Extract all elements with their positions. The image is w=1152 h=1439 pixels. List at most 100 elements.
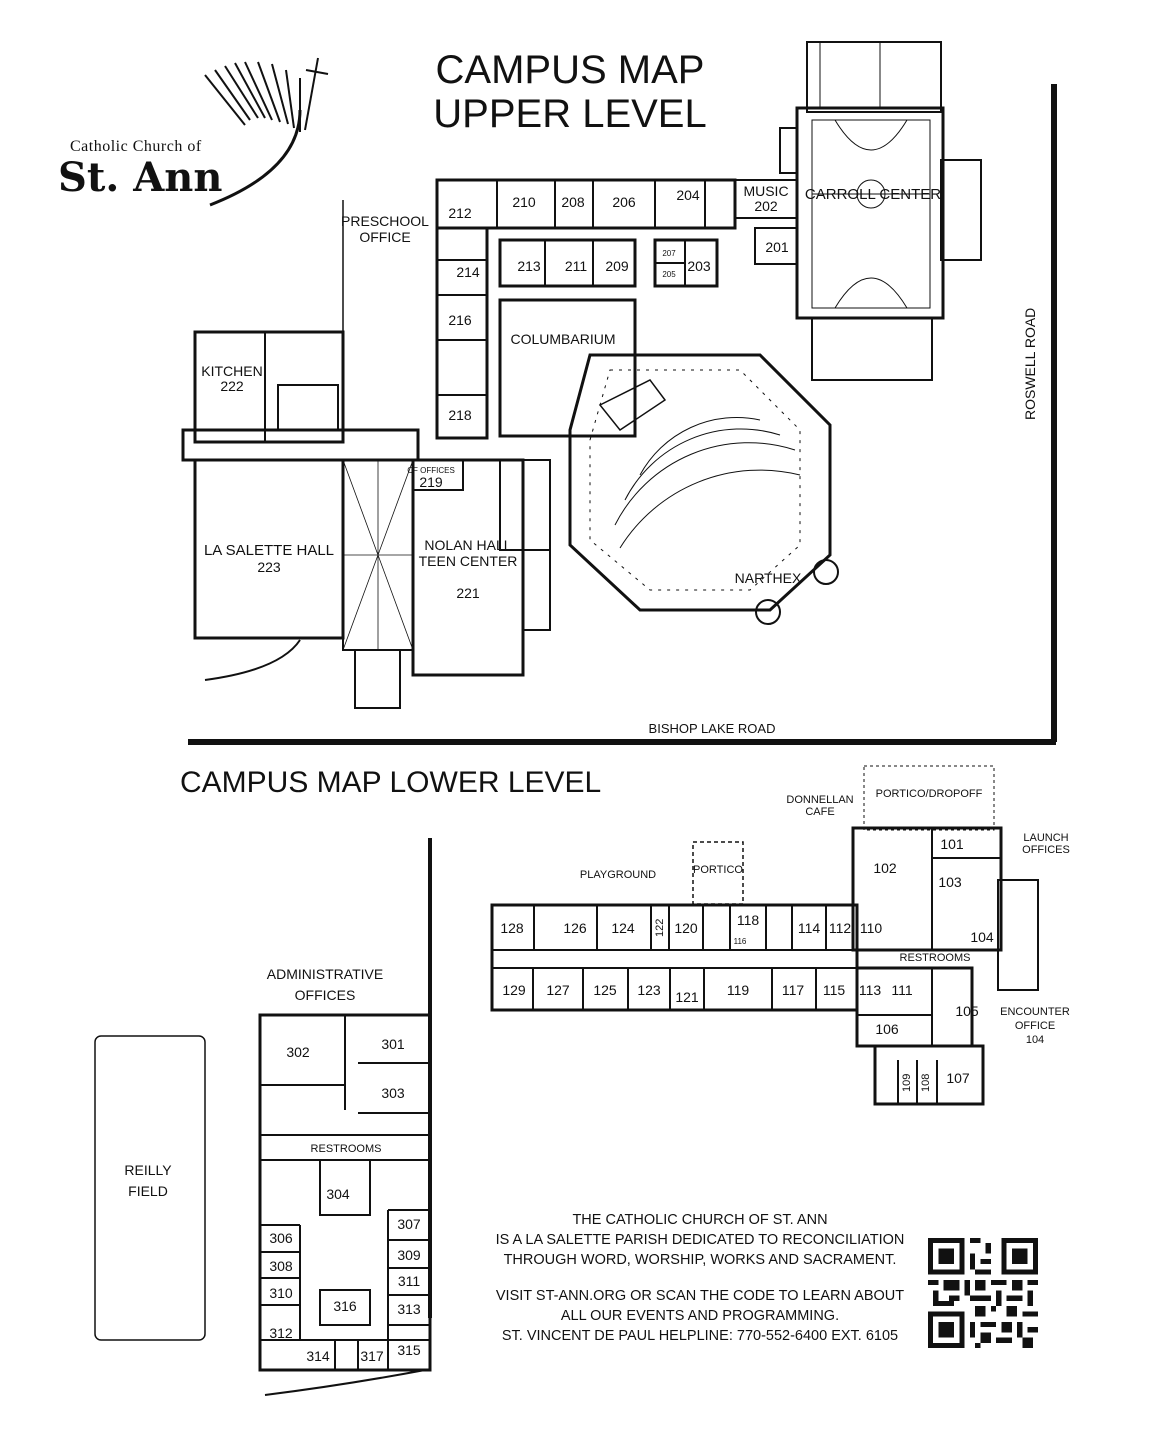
nolan-number-label: 221 (456, 585, 480, 601)
room-210-label: 210 (512, 194, 536, 210)
room-202-label: 202 (754, 198, 778, 214)
room-103-label: 103 (938, 874, 962, 890)
room-306-label: 306 (269, 1230, 293, 1246)
room-206-label: 206 (612, 194, 636, 210)
room-303-label: 303 (381, 1085, 405, 1101)
room-313-label: 313 (397, 1301, 421, 1317)
kitchen-number-label: 222 (220, 378, 244, 394)
room-116-label: 116 (733, 937, 747, 946)
columbarium-outline (498, 298, 637, 438)
mission-line1: THE CATHOLIC CHURCH OF ST. ANN (572, 1212, 828, 1228)
portico-label: PORTICO (693, 864, 743, 876)
launch-offices-label: LAUNCH OFFICES (1022, 832, 1070, 856)
room-314-label: 314 (306, 1348, 330, 1364)
room-129-label: 129 (502, 982, 526, 998)
room-310-label: 310 (269, 1285, 293, 1301)
room-212-label: 212 (448, 205, 472, 221)
mission-line2: IS A LA SALETTE PARISH DEDICATED TO RECO… (495, 1232, 905, 1248)
room-112-label: 112 (828, 920, 852, 936)
room-213-label: 213 (517, 258, 541, 274)
la-salette-hall-label: LA SALETTE HALL (203, 542, 335, 559)
columbarium-label: COLUMBARIUM (510, 331, 616, 347)
mission-statement: THE CATHOLIC CHURCH OF ST. ANN IS A LA S… (470, 1210, 930, 1346)
room-208-label: 208 (561, 194, 585, 210)
mission-line3: THROUGH WORD, WORSHIP, WORKS AND SACRAME… (503, 1252, 897, 1268)
room-114-label: 114 (797, 920, 821, 936)
upper-title-line1: CAMPUS MAP (435, 48, 705, 92)
helpline-text: ST. VINCENT DE PAUL HELPLINE: 770-552-64… (501, 1328, 899, 1344)
admin-restrooms-label: RESTROOMS (310, 1143, 382, 1155)
room-218-label: 218 (448, 407, 472, 423)
qr-code-icon[interactable] (928, 1238, 1038, 1348)
room-214-label: 214 (456, 264, 480, 280)
room-121-label: 121 (675, 989, 699, 1005)
room-301-label: 301 (381, 1036, 405, 1052)
upper-level-title: CAMPUS MAP UPPER LEVEL (400, 48, 740, 136)
west-wing-outline (181, 200, 551, 709)
room-315-label: 315 (397, 1342, 421, 1358)
room-107-label: 107 (946, 1070, 970, 1086)
music-label: MUSIC (743, 183, 789, 199)
room-128-label: 128 (500, 920, 524, 936)
mission-line5: ALL OUR EVENTS AND PROGRAMMING. (560, 1308, 840, 1324)
room-108-label: 108 (920, 1073, 932, 1092)
lower-parish-wing-outline (490, 765, 1039, 1106)
room-120-label: 120 (674, 920, 698, 936)
cf-offices-label: CF OFFICES (407, 466, 455, 475)
roswell-road-label: ROSWELL ROAD (1022, 307, 1038, 420)
carroll-center-label: CARROLL CENTER (804, 186, 942, 203)
room-104-label: 104 (970, 929, 994, 945)
la-salette-number-label: 223 (257, 559, 281, 575)
reilly-field-outline (94, 1035, 206, 1341)
room-118-label: 118 (736, 912, 760, 928)
lower-restrooms-label: RESTROOMS (899, 952, 971, 964)
room-110-label: 110 (859, 920, 883, 936)
mission-line4: VISIT ST-ANN.ORG OR SCAN THE CODE TO LEA… (495, 1288, 905, 1304)
room-204-label: 204 (676, 187, 700, 203)
room-102-label: 102 (873, 860, 897, 876)
room-113-label: 113 (858, 982, 882, 998)
room-205-label: 205 (662, 270, 676, 279)
kitchen-label: KITCHEN (201, 363, 263, 379)
carroll-center-outline (779, 41, 982, 381)
room-308-label: 308 (269, 1258, 293, 1274)
sanctuary-outline (568, 353, 839, 625)
room-109-label: 109 (901, 1073, 913, 1092)
sunrise-cross-logo (204, 57, 329, 207)
administrative-offices-label: ADMINISTRATIVE OFFICES (266, 966, 384, 1003)
room-124-label: 124 (611, 920, 635, 936)
logo-subtitle: Catholic Church of (70, 138, 202, 155)
nolan-hall-label: NOLAN HALL (424, 537, 512, 553)
upper-title-line2: UPPER LEVEL (433, 92, 707, 136)
admin-block-outline (258, 838, 432, 1396)
room-115-label: 115 (822, 982, 846, 998)
room-105-label: 105 (955, 1003, 979, 1019)
room-302-label: 302 (286, 1044, 310, 1060)
room-312-label: 312 (269, 1325, 293, 1341)
preschool-office-label: PRESCHOOL OFFICE (341, 213, 429, 245)
room-111-label: 111 (891, 982, 913, 998)
room-309-label: 309 (397, 1247, 421, 1263)
bishop-lake-road-label: BISHOP LAKE ROAD (648, 721, 776, 736)
lower-level-title: CAMPUS MAP LOWER LEVEL (180, 766, 602, 799)
room-123-label: 123 (637, 982, 661, 998)
room-201-label: 201 (765, 239, 789, 255)
room-316-label: 316 (333, 1298, 357, 1314)
room-207-label: 207 (662, 249, 676, 258)
upper-classroom-block (435, 178, 737, 440)
narthex-label: NARTHEX (734, 570, 802, 586)
room-126-label: 126 (563, 920, 587, 936)
reilly-field-label: REILLY FIELD (124, 1162, 172, 1199)
room-119-label: 119 (726, 982, 750, 998)
room-307-label: 307 (397, 1216, 421, 1232)
room-304-label: 304 (326, 1186, 350, 1202)
room-311-label: 311 (397, 1273, 421, 1289)
room-219-label: 219 (419, 474, 443, 490)
room-101-label: 101 (940, 836, 964, 852)
teen-center-label: TEEN CENTER (418, 553, 518, 569)
room-117-label: 117 (781, 982, 805, 998)
room-317-label: 317 (360, 1348, 384, 1364)
room-209-label: 209 (605, 258, 629, 274)
portico-dropoff-label: PORTICO/DROPOFF (875, 788, 983, 800)
room-127-label: 127 (546, 982, 570, 998)
